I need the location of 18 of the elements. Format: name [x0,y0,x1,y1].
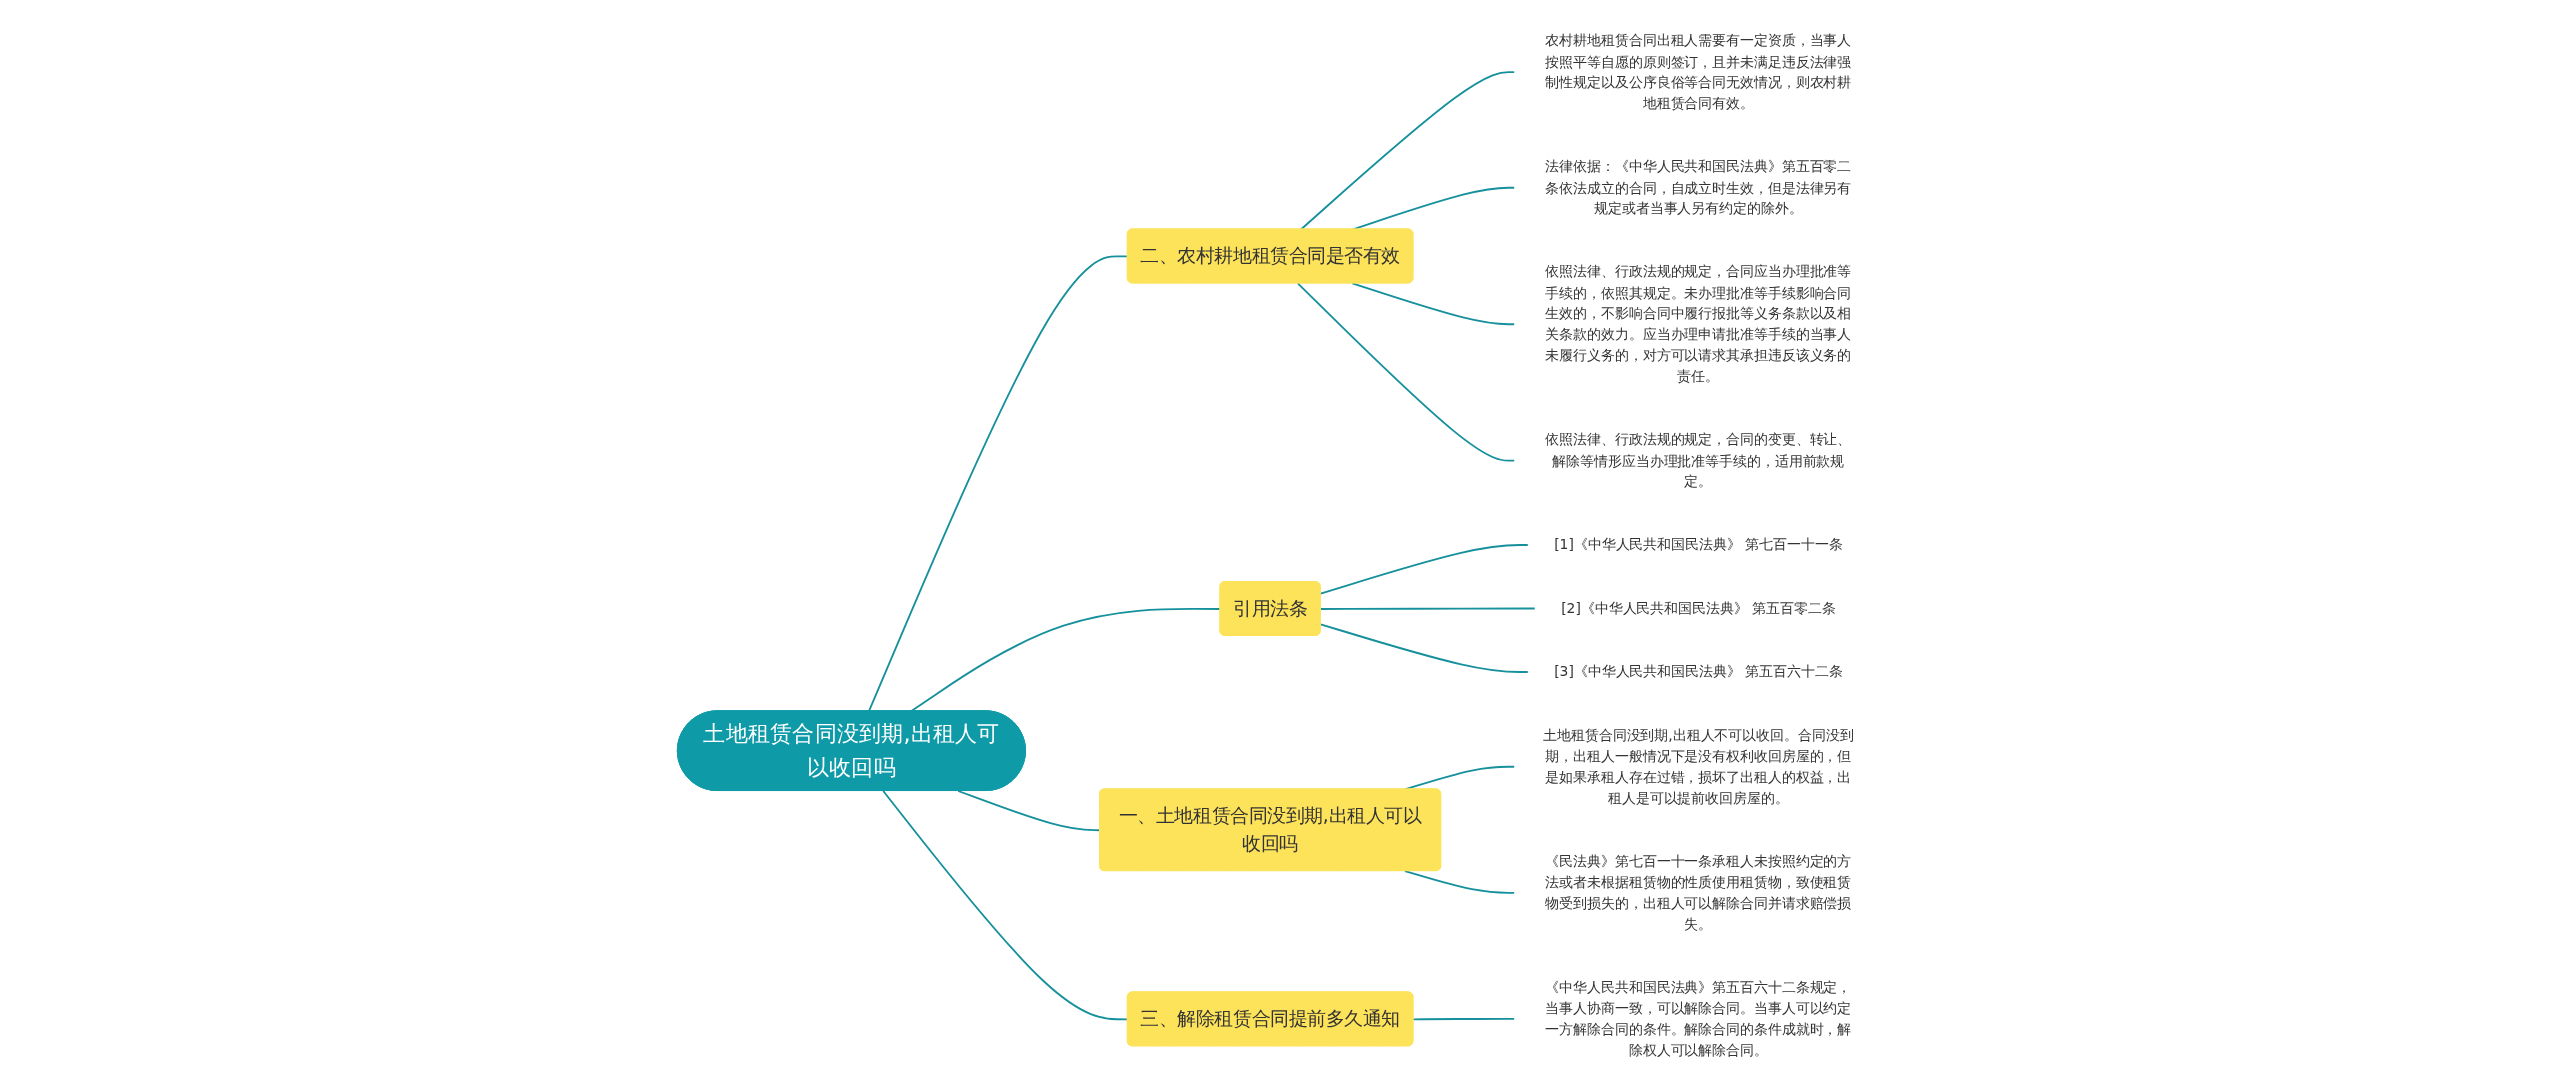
node-text: [3]《中华人民共和国民法典》 第五百六十二条 [1554,663,1843,681]
connector [1320,544,1530,595]
connector [1412,1017,1517,1021]
node-text: 依照法律、行政法规的规定，合同的变更、转让、解除等情形应当办理批准等手续的，适用前款规定。 [1545,431,1852,490]
node-text: 农村耕地租赁合同出租人需要有一定资质，当事人按照平等自愿的原则签订，且并未满足违反法律强制性规定以及公序良俗等合同无效情况，则农村耕地租赁合同有效。 [1545,32,1852,112]
node-text: 土地租赁合同没到期,出租人不可以收回。合同没到期，出租人一般情况下是没有权利收回房屋的，但是如果承租人存在过错，损坏了出租人的权益，出租人是可以提前收回房屋的。 [1543,726,1854,807]
node-text: 《中华人民共和国民法典》第五百六十二条规定，当事人协商一致，可以解除合同。当事人可以约定一方解除合同的条件。解除合同的条件成就时，解除权人可以解除合同。 [1545,979,1852,1059]
connector [1320,607,1537,610]
node-text: 依照法律、行政法规的规定，合同应当办理批准等手续的，依照其规定。未办理批准等手续影响合同生效的，不影响合同中履行报批等义务条款以及相关条款的效力。应当办理申请批准等手续的当事人未履行义务的，对方可以请求其承担违反该义务的责任。 [1545,263,1852,385]
node-text: [2]《中华人民共和国民法典》 第五百零二条 [1561,599,1836,617]
connector [1300,71,1517,231]
node-text: 法律依据：《中华人民共和国民法典》第五百零二条依法成立的合同，自成立时生效，但是法律另有规定或者当事人另有约定的除外。 [1545,158,1852,217]
node-text: 《民法典》第七百一十一条承租人未按照约定的方法或者未根据租赁物的性质使用租赁物，致使租赁物受到损失的，出租人可以解除合同并请求赔偿损失。 [1545,852,1852,933]
connector [1351,282,1517,326]
connector [1297,282,1517,462]
connector [1320,623,1530,673]
connector [1404,870,1517,894]
node-text: [1]《中华人民共和国民法典》 第七百一十一条 [1554,536,1843,554]
